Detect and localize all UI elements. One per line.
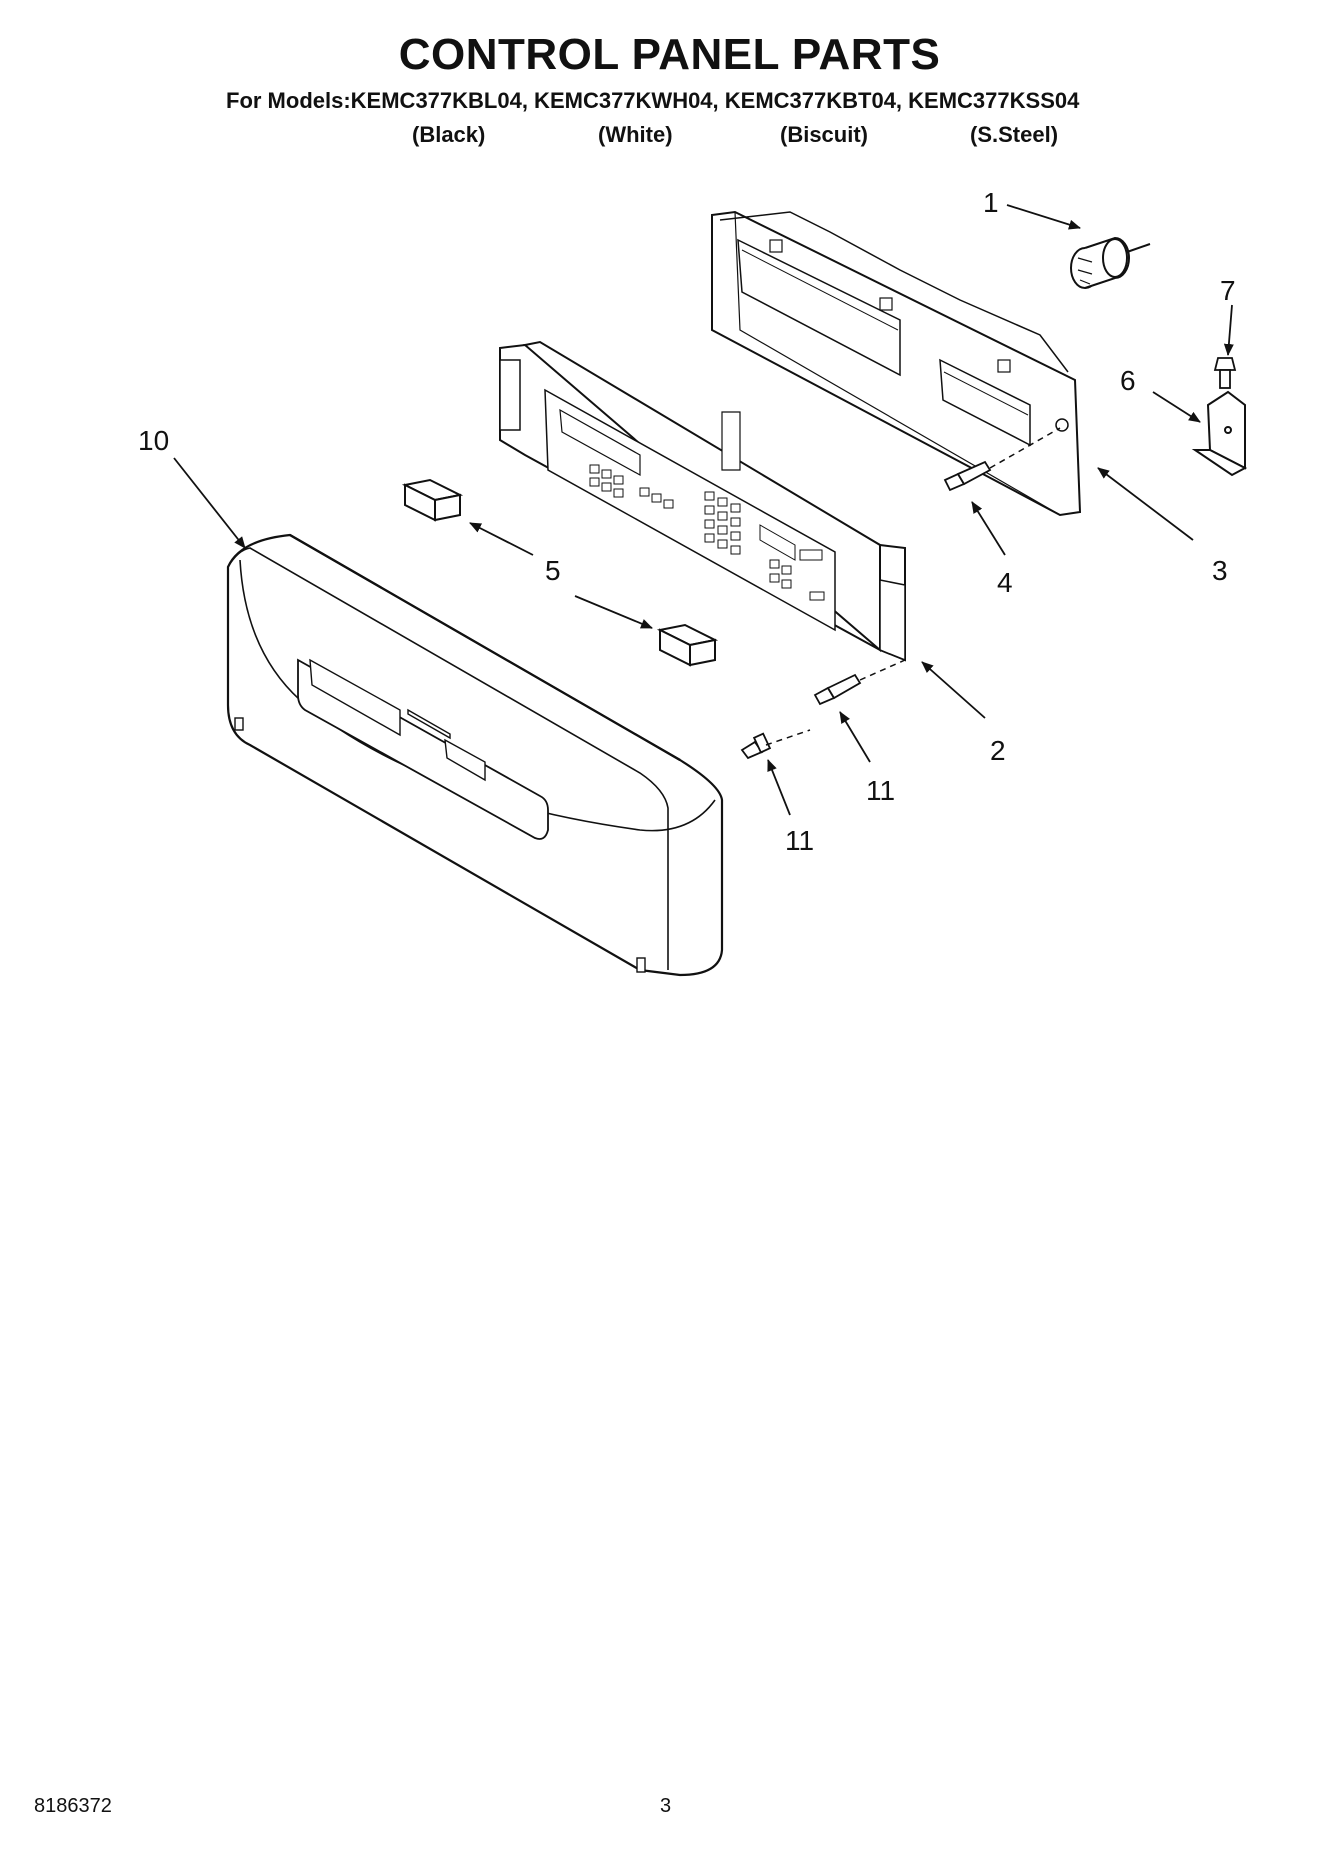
callout-arrows bbox=[173, 204, 1234, 816]
callout-11-upper: 11 bbox=[866, 775, 895, 806]
assembly-dashed-lines bbox=[765, 427, 1061, 746]
screw-part-11-upper bbox=[813, 673, 862, 706]
page-number: 3 bbox=[660, 1795, 672, 1817]
document-number: 8186372 bbox=[34, 1795, 112, 1817]
spacer-block-part-5-upper bbox=[401, 478, 464, 522]
console-trim-part-10 bbox=[226, 533, 724, 977]
color-black-label: (Black) bbox=[412, 122, 486, 147]
callout-6: 6 bbox=[1120, 365, 1136, 396]
callout-1: 1 bbox=[983, 187, 999, 218]
callout-5: 5 bbox=[545, 555, 561, 586]
color-steel-label: (S.Steel) bbox=[970, 122, 1059, 147]
callout-11-lower: 11 bbox=[785, 825, 814, 856]
callout-4: 4 bbox=[997, 567, 1013, 598]
models-line: For Models:KEMC377KBL04, KEMC377KWH04, K… bbox=[226, 88, 1080, 113]
callout-2: 2 bbox=[990, 735, 1006, 766]
color-white-label: (White) bbox=[598, 122, 673, 147]
callout-10: 10 bbox=[138, 425, 169, 456]
color-biscuit-label: (Biscuit) bbox=[780, 122, 868, 147]
spacer-block-part-5-lower bbox=[656, 623, 719, 667]
screw-part-4 bbox=[943, 460, 992, 492]
callout-7: 7 bbox=[1220, 275, 1236, 306]
bracket-part-6 bbox=[1191, 390, 1248, 477]
control-housing-part-3 bbox=[711, 210, 1082, 517]
screw-part-11-lower bbox=[740, 732, 772, 760]
page-title: CONTROL PANEL PARTS bbox=[398, 30, 941, 79]
control-knob-part-1 bbox=[1070, 236, 1151, 289]
keypad-grid bbox=[589, 464, 825, 601]
screw-part-7 bbox=[1213, 357, 1237, 389]
callout-3: 3 bbox=[1212, 555, 1228, 586]
